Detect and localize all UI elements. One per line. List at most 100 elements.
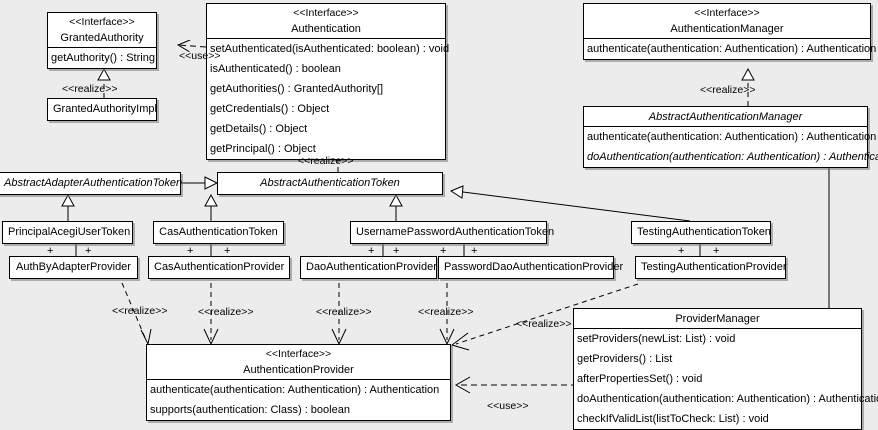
method-getprincipal: getPrincipal() : Object xyxy=(210,143,316,155)
class-header-dao-authentication-provider: DaoAuthenticationProvider xyxy=(301,257,437,278)
stereotype-label: <<Interface>> xyxy=(293,7,359,19)
class-header-testing-authentication-token: TestingAuthenticationToken xyxy=(632,222,771,243)
class-box-testing-authentication-provider[interactable]: TestingAuthenticationProvider xyxy=(635,256,787,279)
class-name-label: ProviderManager xyxy=(675,313,760,325)
method-setauthenticated: setAuthenticated(isAuthenticated: boolea… xyxy=(210,43,450,55)
assoc-plus-marker: + xyxy=(47,245,54,257)
class-header-username-password-authentication-token: UsernamePasswordAuthenticationToken xyxy=(351,222,555,243)
edge-label-realize-providermanager: <<realize>> xyxy=(516,318,572,330)
method-doauthentication: doAuthentication(authentication: Authent… xyxy=(587,151,878,163)
stereotype-label: <<Interface>> xyxy=(69,16,135,28)
method-doauthentication: doAuthentication(authentication: Authent… xyxy=(577,393,878,405)
method-checkifvalidlist: checkIfValidList(listToCheck: List) : vo… xyxy=(577,413,769,425)
uml-diagram-canvas: GrantedAuthority (dashed, hollow tri up)… xyxy=(0,3,878,430)
class-box-authentication-manager[interactable]: <<Interface>> AuthenticationManager auth… xyxy=(583,3,877,60)
class-box-cas-authentication-token[interactable]: CasAuthenticationToken xyxy=(153,221,284,244)
edge-label-use-authentication-grantedauthority: <<use>> xyxy=(179,50,221,62)
method-authenticate: authenticate(authentication: Authenticat… xyxy=(587,43,877,55)
method-compartment: setAuthenticated(isAuthenticated: boolea… xyxy=(207,38,450,159)
class-box-authentication[interactable]: <<Interface>> Authentication setAuthenti… xyxy=(206,3,450,160)
class-header-abstract-adapter-authentication-token: AbstractAdapterAuthenticationToken xyxy=(0,173,183,194)
method-getcredentials: getCredentials() : Object xyxy=(210,103,330,115)
class-name-label: TestingAuthenticationToken xyxy=(637,226,771,238)
method-getdetails: getDetails() : Object xyxy=(210,123,308,135)
class-header-provider-manager: ProviderManager xyxy=(574,309,861,328)
class-name-label: GrantedAuthorityImpl xyxy=(53,103,157,115)
class-name-label: AbstractAuthenticationManager xyxy=(648,111,803,123)
class-header-password-dao-authentication-provider: PasswordDaoAuthenticationProvider xyxy=(439,257,624,278)
class-box-abstract-authentication-manager[interactable]: AbstractAuthenticationManager authentica… xyxy=(583,106,878,168)
class-name-label: PrincipalAcegiUserToken xyxy=(8,226,131,238)
method-compartment: getAuthority() : String xyxy=(48,47,156,68)
class-header-cas-authentication-provider: CasAuthenticationProvider xyxy=(149,257,289,278)
class-name-label: AbstractAdapterAuthenticationToken xyxy=(4,177,183,189)
class-name-label: TestingAuthenticationProvider xyxy=(641,261,787,273)
class-header-principal-acegi-user-token: PrincipalAcegiUserToken xyxy=(3,222,132,243)
method-compartment: setProviders(newList: List) : void getPr… xyxy=(574,328,878,429)
assoc-plus-marker: + xyxy=(368,245,375,257)
class-name-label: AuthenticationProvider xyxy=(243,364,354,376)
class-header-authentication: <<Interface>> Authentication xyxy=(207,4,445,38)
method-isauthenticated: isAuthenticated() : boolean xyxy=(210,63,341,75)
class-box-authentication-provider[interactable]: <<Interface>> AuthenticationProvider aut… xyxy=(146,344,451,421)
edge-label-realize-casauthenticationprovider: <<realize>> xyxy=(198,306,254,318)
edge-label-use-providermanager-authenticationprovider: <<use>> xyxy=(487,400,529,412)
edge-label-realize-daoauthenticationprovider: <<realize>> xyxy=(316,306,372,318)
class-box-testing-authentication-token[interactable]: TestingAuthenticationToken xyxy=(631,221,771,244)
class-header-authentication-manager: <<Interface>> AuthenticationManager xyxy=(584,4,870,38)
assoc-plus-marker: + xyxy=(440,245,447,257)
class-box-provider-manager[interactable]: ProviderManager setProviders(newList: Li… xyxy=(573,308,878,430)
class-name-label: CasAuthenticationToken xyxy=(159,226,278,238)
class-header-auth-by-adapter-provider: AuthByAdapterProvider xyxy=(10,257,137,278)
class-name-label: DaoAuthenticationProvider xyxy=(306,261,437,273)
class-name-label: AbstractAuthenticationToken xyxy=(260,177,400,189)
assoc-plus-marker: + xyxy=(187,245,194,257)
assoc-plus-marker: + xyxy=(224,245,231,257)
edge-label-realize-abstractauthenticationmanager: <<realize>> xyxy=(700,84,756,96)
assoc-plus-marker: + xyxy=(393,245,400,257)
class-box-dao-authentication-provider[interactable]: DaoAuthenticationProvider xyxy=(300,256,437,279)
edge-use-authentication-grantedauthority xyxy=(178,45,207,47)
method-getauthority: getAuthority() : String xyxy=(51,52,155,64)
method-authenticate: authenticate(authentication: Authenticat… xyxy=(587,131,877,143)
class-box-auth-by-adapter-provider[interactable]: AuthByAdapterProvider xyxy=(9,256,138,279)
stereotype-label: <<Interface>> xyxy=(694,7,760,19)
class-header-abstract-authentication-token: AbstractAuthenticationToken xyxy=(218,173,442,194)
class-box-abstract-authentication-token[interactable]: AbstractAuthenticationToken xyxy=(217,172,443,195)
class-header-granted-authority-impl: GrantedAuthorityImpl xyxy=(48,99,157,120)
method-compartment: authenticate(authentication: Authenticat… xyxy=(584,126,878,167)
class-name-label: CasAuthenticationProvider xyxy=(154,261,285,273)
method-supports: supports(authentication: Class) : boolea… xyxy=(150,404,350,416)
class-box-granted-authority[interactable]: <<Interface>> GrantedAuthority getAuthor… xyxy=(47,12,157,69)
assoc-plus-marker: + xyxy=(678,245,685,257)
class-box-cas-authentication-provider[interactable]: CasAuthenticationProvider xyxy=(148,256,290,279)
class-name-label: Authentication xyxy=(291,23,361,35)
method-afterpropertiesset: afterPropertiesSet() : void xyxy=(577,373,703,385)
method-getproviders: getProviders() : List xyxy=(577,353,673,365)
assoc-plus-marker: + xyxy=(85,245,92,257)
assoc-plus-marker: + xyxy=(713,245,720,257)
class-header-cas-authentication-token: CasAuthenticationToken xyxy=(154,222,283,243)
class-box-granted-authority-impl[interactable]: GrantedAuthorityImpl xyxy=(47,98,157,121)
assoc-plus-marker: + xyxy=(471,245,478,257)
method-setproviders: setProviders(newList: List) : void xyxy=(577,333,736,345)
class-box-principal-acegi-user-token[interactable]: PrincipalAcegiUserToken xyxy=(2,221,133,244)
edge-label-realize-passworddaoauthenticationprovider: <<realize>> xyxy=(418,306,474,318)
class-header-authentication-provider: <<Interface>> AuthenticationProvider xyxy=(147,345,450,379)
edge-gen-testing-token xyxy=(462,191,691,222)
class-header-testing-authentication-provider: TestingAuthenticationProvider xyxy=(636,257,787,278)
class-box-password-dao-authentication-provider[interactable]: PasswordDaoAuthenticationProvider xyxy=(438,256,624,279)
method-compartment: authenticate(authentication: Authenticat… xyxy=(147,379,450,420)
class-name-label: AuthenticationManager xyxy=(670,23,784,35)
class-name-label: GrantedAuthority xyxy=(60,32,144,44)
method-compartment: authenticate(authentication: Authenticat… xyxy=(584,38,877,59)
method-getauthorities: getAuthorities() : GrantedAuthority[] xyxy=(210,83,384,95)
class-box-username-password-authentication-token[interactable]: UsernamePasswordAuthenticationToken xyxy=(350,221,555,244)
stereotype-label: <<Interface>> xyxy=(265,348,332,360)
edge-label-realize-abstractauthenticationtoken: <<realize>> xyxy=(298,155,354,167)
class-name-label: PasswordDaoAuthenticationProvider xyxy=(444,261,624,273)
class-box-abstract-adapter-authentication-token[interactable]: AbstractAdapterAuthenticationToken xyxy=(0,172,183,195)
class-header-abstract-authentication-manager: AbstractAuthenticationManager xyxy=(584,107,867,126)
method-authenticate: authenticate(authentication: Authenticat… xyxy=(150,384,440,396)
class-name-label: UsernamePasswordAuthenticationToken xyxy=(356,226,555,238)
